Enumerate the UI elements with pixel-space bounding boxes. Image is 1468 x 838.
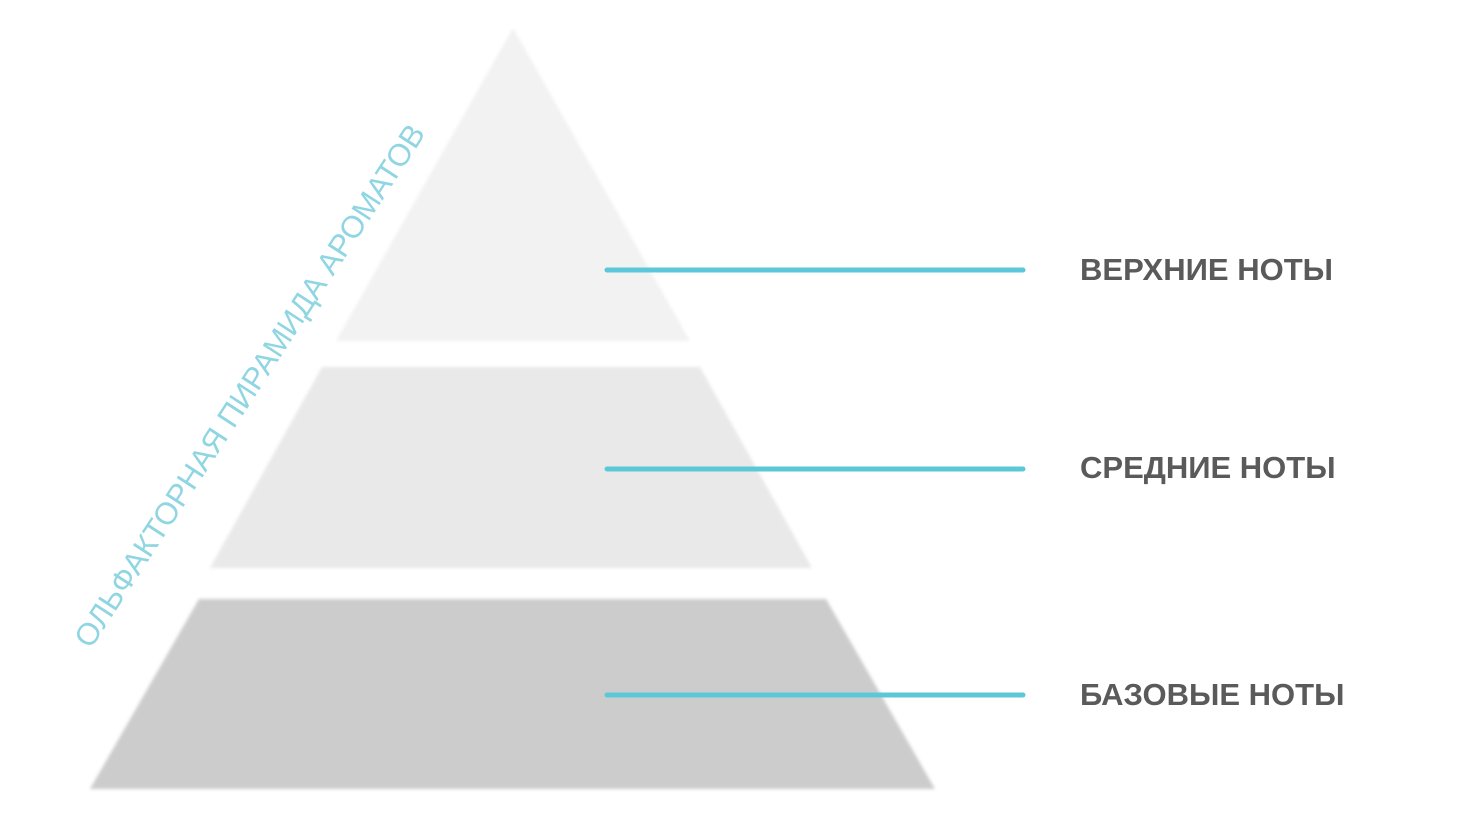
pyramid-tier-base <box>90 599 935 789</box>
tier-label-middle: СРЕДНИЕ НОТЫ <box>1080 450 1336 485</box>
tier-label-top: ВЕРХНИЕ НОТЫ <box>1080 252 1333 287</box>
pyramid-tier-middle <box>210 367 812 568</box>
pyramid-tier-top <box>336 28 690 341</box>
tier-label-base: БАЗОВЫЕ НОТЫ <box>1080 677 1345 712</box>
